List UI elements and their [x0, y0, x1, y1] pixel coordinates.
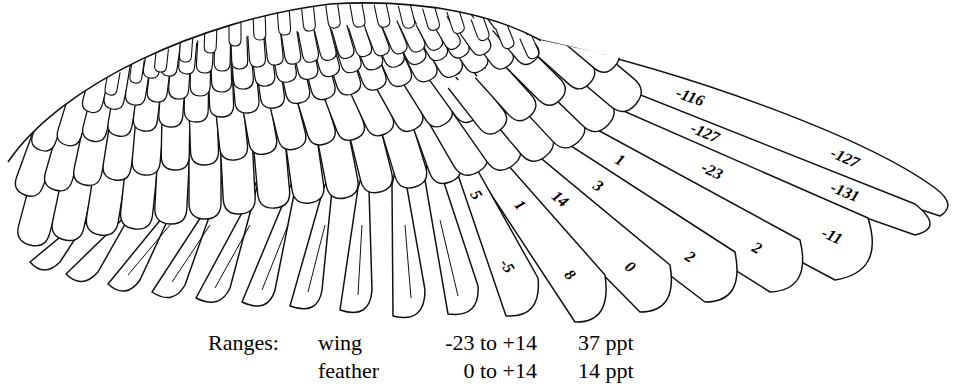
- covert-feather: [265, 32, 284, 65]
- wing: [8, 2, 948, 322]
- feather-shafts: [128, 220, 458, 298]
- feather-shaft: [308, 225, 325, 292]
- covert-feather: [302, 7, 316, 32]
- covert-feather: [423, 5, 441, 31]
- feather-shaft: [440, 220, 458, 296]
- flight-feathers: [30, 40, 948, 322]
- covert-feathers: [12, 2, 648, 249]
- range-text: wing: [318, 330, 362, 355]
- range-text: 14 ppt: [578, 358, 634, 383]
- covert-feather: [398, 3, 415, 29]
- feather-shaft: [128, 225, 170, 275]
- feather-shaft: [215, 225, 250, 288]
- wing-edge: [8, 3, 540, 162]
- range-text: 0 to +14: [463, 358, 537, 383]
- covert-feather: [253, 16, 266, 40]
- feather-shaft: [358, 225, 362, 295]
- range-text: 37 ppt: [578, 330, 634, 355]
- range-text: -23 to +14: [445, 330, 537, 355]
- range-text: feather: [318, 358, 379, 383]
- range-text: Ranges:: [208, 330, 279, 355]
- covert-feather: [374, 2, 391, 28]
- covert-feather: [520, 34, 541, 61]
- covert-feather: [154, 48, 168, 73]
- covert-feather: [277, 11, 291, 36]
- feather-shaft: [405, 225, 411, 298]
- feather-shaft: [262, 225, 288, 290]
- covert-feather: [326, 3, 341, 28]
- covert-feather: [556, 13, 625, 78]
- covert-feather: [350, 2, 366, 28]
- feather-shaft: [172, 225, 210, 282]
